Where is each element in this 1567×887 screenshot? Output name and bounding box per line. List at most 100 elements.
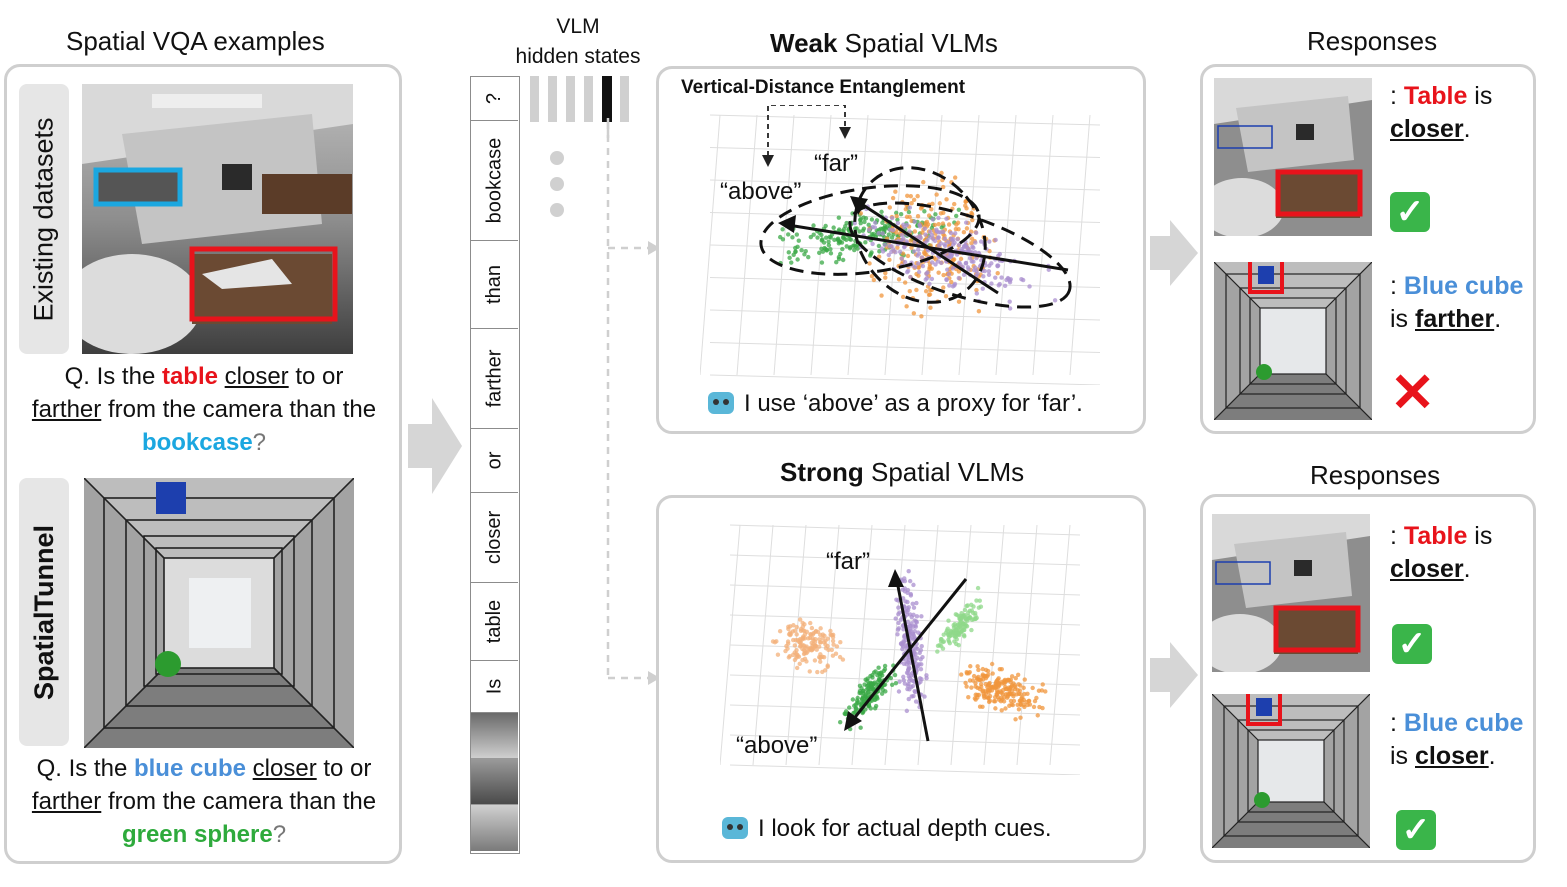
scatter-point	[919, 614, 924, 619]
scatter-point	[935, 643, 941, 649]
scatter-point	[936, 215, 941, 221]
scatter-point	[907, 205, 913, 210]
scatter-point	[987, 263, 992, 268]
weak-panel-title: Weak Spatial VLMs	[770, 28, 998, 58]
scatter-point	[901, 222, 906, 227]
scatter-point	[861, 215, 866, 220]
scatter-point	[902, 280, 908, 285]
scatter-point	[967, 608, 972, 614]
scatter-point	[793, 245, 798, 251]
scatter-point	[913, 699, 919, 704]
scatter-point	[818, 659, 823, 664]
scatter-point	[883, 270, 888, 276]
scatter-point	[974, 255, 979, 261]
scatter-point	[897, 679, 902, 684]
scatter-point	[993, 706, 998, 711]
scatter-point	[833, 651, 839, 656]
scatter-point	[961, 244, 967, 250]
scatter-point	[858, 211, 864, 216]
scatter-point	[922, 694, 927, 699]
scatter-point	[1022, 691, 1027, 697]
scatter-point	[811, 223, 816, 228]
scatter-point	[998, 698, 1004, 704]
scatter-point	[847, 246, 853, 251]
scatter-point	[786, 250, 791, 255]
scatter-point	[908, 628, 914, 633]
scatter-point	[996, 283, 1001, 288]
scatter-point	[905, 590, 910, 596]
scatter-point	[857, 683, 863, 688]
scatter-point	[1007, 306, 1013, 311]
scatter-point	[872, 220, 878, 225]
scatter-point	[919, 676, 924, 682]
scatter-point	[857, 229, 862, 234]
scatter-point	[888, 675, 894, 681]
scatter-point	[895, 245, 900, 250]
scatter-point	[958, 620, 963, 625]
scatter-point	[943, 294, 949, 299]
scatter-point	[840, 657, 846, 662]
scatter-point	[924, 271, 929, 276]
scatter-point	[974, 598, 979, 603]
scatter-point	[794, 232, 800, 237]
scatter-point	[932, 222, 938, 228]
scatter-point	[981, 693, 987, 699]
scatter-point	[912, 249, 917, 254]
scatter-point	[819, 260, 825, 265]
scatter-point	[791, 637, 796, 643]
scatter-point	[979, 684, 984, 690]
scatter-point	[784, 643, 789, 649]
scatter-point	[861, 695, 866, 701]
scatter-point	[868, 253, 873, 258]
scatter-point	[989, 281, 994, 286]
scatter-point	[961, 633, 967, 638]
strong-far-label: “far”	[826, 548, 870, 575]
scatter-point	[916, 265, 921, 270]
scatter-point	[889, 682, 895, 687]
scatter-point	[961, 613, 966, 618]
scatter-point	[821, 654, 827, 660]
scatter-point	[961, 229, 967, 235]
scatter-point	[911, 612, 916, 618]
scatter-point	[945, 267, 950, 272]
scatter-point	[962, 624, 968, 630]
dashed-connector	[606, 122, 660, 685]
scatter-point	[780, 227, 785, 232]
scatter-point	[863, 240, 868, 245]
scatter-point	[1006, 685, 1011, 690]
scatter-point	[903, 599, 908, 604]
scatter-point	[908, 593, 914, 598]
scatter-point	[775, 652, 781, 657]
scatter-point	[942, 236, 948, 241]
scatter-point	[954, 213, 959, 219]
scatter-point	[956, 242, 962, 247]
scatter-point	[975, 585, 981, 591]
strong-scatter-plot	[720, 524, 1081, 775]
scatter-point	[971, 673, 977, 679]
tunnel-thumbnail	[1214, 262, 1372, 420]
scatter-point	[914, 287, 919, 293]
scatter-point	[896, 689, 902, 694]
response-bottom-2: : Blue cube is closer.	[1390, 709, 1524, 770]
scatter-point	[831, 642, 836, 647]
scatter-point	[948, 633, 954, 638]
scatter-point	[820, 635, 825, 641]
scatter-point	[868, 706, 874, 711]
scatter-point	[908, 193, 914, 199]
scatter-point	[870, 241, 875, 247]
tunnel-scene-image	[84, 478, 354, 748]
scatter-point	[802, 656, 808, 662]
scatter-point	[910, 601, 915, 607]
scatter-point	[825, 643, 830, 649]
scatter-point	[905, 253, 911, 259]
room-thumbnail	[1214, 78, 1372, 236]
scatter-point	[916, 261, 921, 266]
strong-panel-title: Strong Spatial VLMs	[780, 457, 1025, 487]
image-patch-tokens	[471, 713, 518, 853]
scatter-point	[940, 221, 946, 226]
scatter-point	[924, 675, 929, 681]
scatter-point	[915, 253, 920, 258]
scatter-point	[880, 231, 885, 236]
scatter-point	[919, 255, 925, 260]
